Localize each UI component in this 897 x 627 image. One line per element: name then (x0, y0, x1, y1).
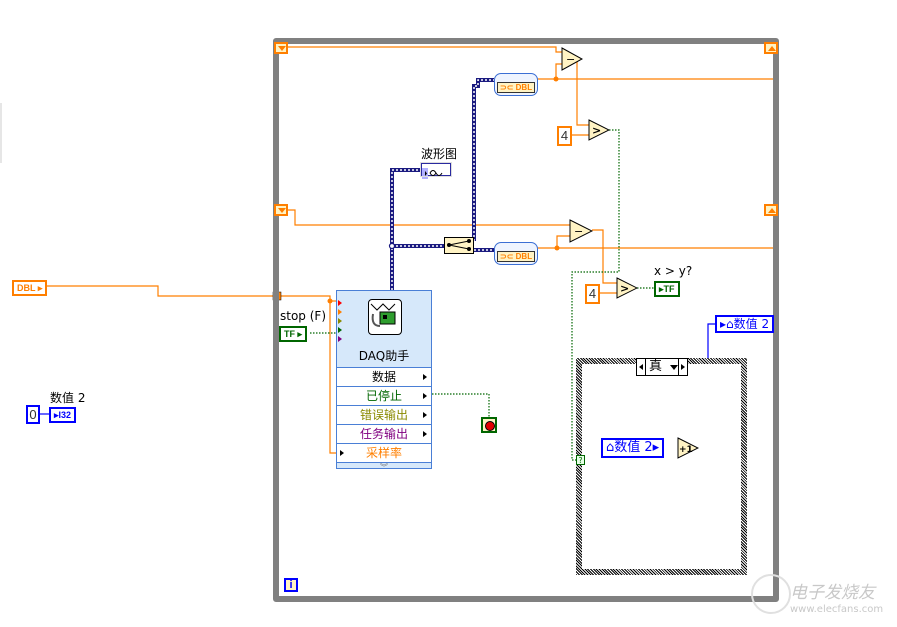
svg-text:−: − (574, 225, 583, 238)
case-selector[interactable]: 真 (636, 358, 688, 376)
case-next-arrow-icon[interactable] (678, 359, 687, 375)
daq-input-arrow (338, 318, 342, 324)
daq-input-arrow (338, 327, 342, 333)
loop-iteration-icon: i (284, 578, 298, 592)
subtract-node-2[interactable]: − (569, 219, 593, 243)
shift-register-right-2[interactable] (764, 204, 778, 216)
daq-card-icon (368, 299, 402, 335)
numeric2-constant[interactable]: 0 (26, 405, 40, 424)
left-edge-scrollbar[interactable] (0, 103, 2, 163)
wire-dbl-input (40, 285, 277, 297)
shift-register-left-1[interactable] (274, 42, 288, 54)
shift-register-right-1[interactable] (764, 42, 778, 54)
split-signals-node[interactable] (444, 237, 474, 254)
while-loop-frame[interactable] (273, 38, 779, 602)
greater-than-node-1[interactable]: > (588, 119, 610, 141)
daq-input-arrow (338, 300, 342, 306)
case-prev-arrow-icon[interactable] (637, 359, 646, 375)
svg-text:>: > (592, 124, 601, 137)
output-arrow-icon (423, 374, 427, 380)
daq-output-data[interactable]: 数据 (337, 367, 431, 386)
stop-control-terminal[interactable]: TF ▸ (279, 326, 308, 342)
waveform-graph-terminal[interactable] (420, 162, 452, 179)
local-variable-write-numeric2[interactable]: ▸⌂数值 2 (715, 315, 775, 333)
watermark-logo-icon (751, 574, 791, 614)
svg-text:−: − (566, 53, 575, 66)
convert-dynamic-to-dbl-1[interactable]: ⊃⊂ DBL (494, 73, 539, 96)
numeric2-indicator-terminal[interactable]: ▸I32 (49, 407, 77, 423)
daq-output-task[interactable]: 任务输出 (337, 424, 431, 443)
stop-label: stop (F) (280, 309, 326, 323)
case-dropdown-icon[interactable] (670, 365, 678, 370)
case-structure-frame[interactable] (576, 358, 747, 575)
output-arrow-icon (423, 431, 427, 437)
waveform-icon (422, 168, 443, 179)
output-arrow-icon (423, 412, 427, 418)
dbl-control-terminal[interactable]: DBL ▸ (12, 280, 48, 296)
daq-expand-chevron-icon[interactable]: ︾ (337, 462, 431, 473)
svg-text:+1: +1 (679, 445, 693, 455)
x-gt-y-indicator-terminal[interactable]: ▸TF (654, 281, 680, 297)
daq-assistant-title: DAQ助手 (358, 349, 410, 363)
greater-than-node-2[interactable]: > (616, 277, 638, 299)
x-gt-y-label: x > y? (654, 264, 693, 278)
output-arrow-icon (423, 393, 427, 399)
daq-input-arrow (338, 336, 342, 342)
waveform-graph-label: 波形图 (421, 147, 458, 161)
split-icon (447, 239, 471, 251)
daq-assistant-express-vi[interactable]: DAQ助手 数据 已停止 错误输出 任务输出 采样率 ︾ (336, 290, 432, 472)
input-arrow-icon (340, 450, 344, 456)
numeric2-label: 数值 2 (50, 391, 86, 405)
constant-4-a[interactable]: 4 (557, 126, 572, 146)
subtract-node-1[interactable]: − (561, 47, 583, 71)
constant-4-b[interactable]: 4 (585, 284, 600, 304)
daq-input-sample-rate[interactable]: 采样率 (337, 443, 431, 462)
daq-output-stopped[interactable]: 已停止 (337, 386, 431, 405)
convert-dynamic-to-dbl-2[interactable]: ⊃⊂ DBL (494, 242, 539, 265)
daq-output-error[interactable]: 错误输出 (337, 405, 431, 424)
svg-text:>: > (620, 282, 629, 295)
daq-input-arrow (338, 309, 342, 315)
shift-register-left-2[interactable] (274, 204, 288, 216)
daq-assistant-header: DAQ助手 (337, 291, 431, 367)
increment-node[interactable]: +1 (677, 437, 699, 459)
case-condition-terminal: ? (576, 455, 585, 465)
local-variable-read-numeric2[interactable]: ⌂数值 2▸ (601, 438, 665, 458)
loop-stop-condition-icon[interactable] (481, 417, 497, 433)
